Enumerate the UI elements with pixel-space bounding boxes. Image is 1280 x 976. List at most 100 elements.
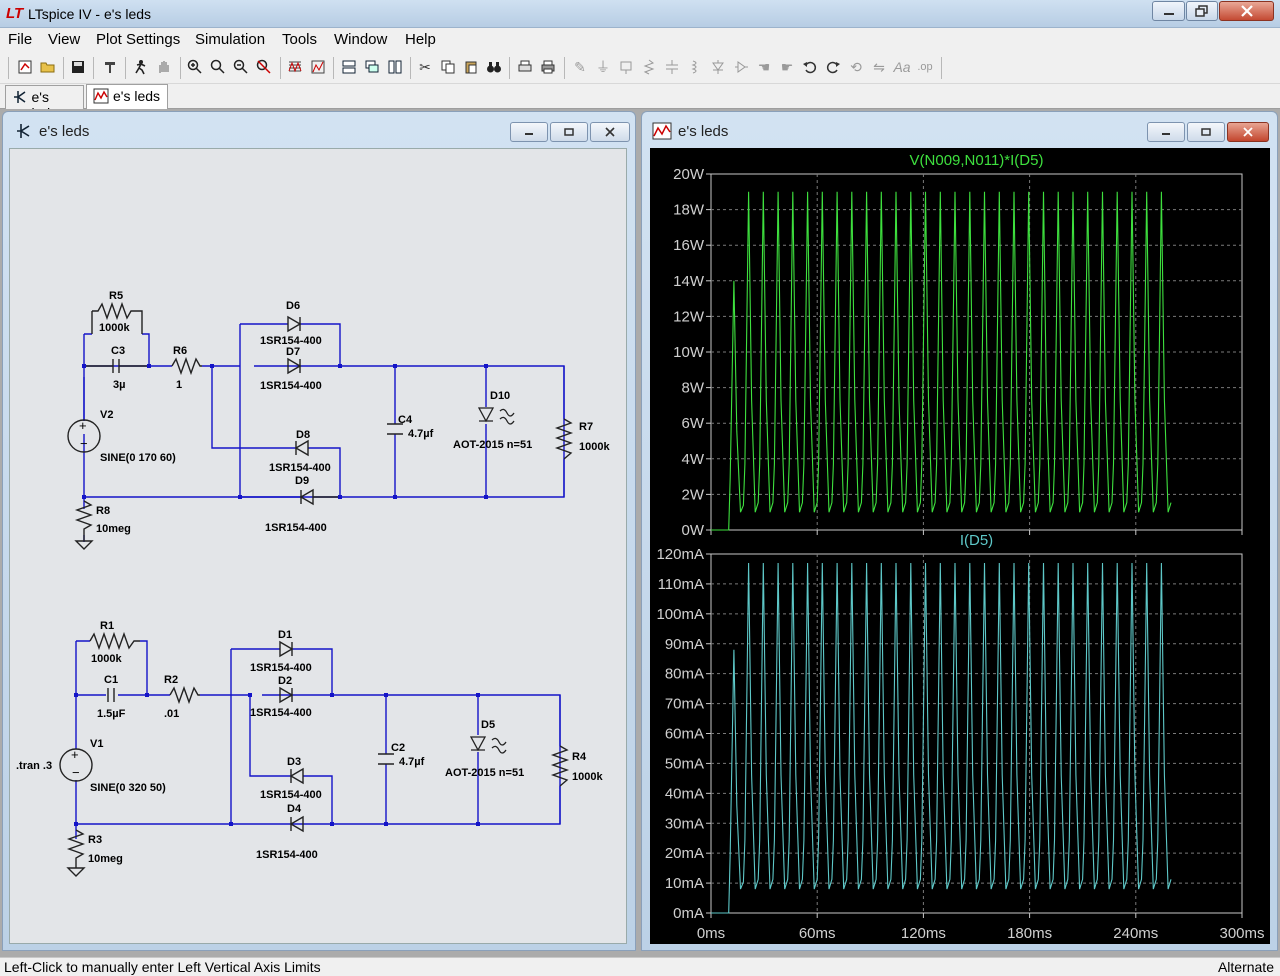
y-tick-label: 120mA xyxy=(656,546,704,563)
open-folder-icon[interactable] xyxy=(38,57,58,77)
voltage-source-V1[interactable]: + − V1 SINE(0 320 50) xyxy=(59,738,166,794)
capacitor-C1[interactable]: C1 1.5µF xyxy=(97,674,126,720)
schematic-drawing[interactable]: R5 1000k C3 3µ R6 1 + − V2 xyxy=(10,149,627,944)
tile-horizontal-icon[interactable] xyxy=(339,57,359,77)
waveform-minimize-button[interactable] xyxy=(1147,122,1185,142)
resistor-R4[interactable]: R4 1000k xyxy=(550,745,603,787)
tab-waveform[interactable]: e's leds xyxy=(86,84,168,109)
diode-icon[interactable] xyxy=(708,57,728,77)
minimize-button[interactable] xyxy=(1152,1,1185,21)
resistor-icon[interactable] xyxy=(639,57,659,77)
resistor-R3[interactable]: R3 10meg xyxy=(66,829,123,877)
find-binoculars-icon[interactable] xyxy=(484,57,504,77)
diode-D8[interactable]: D8 1SR154-400 xyxy=(269,429,331,474)
toolbar: ✂ ✎ ⏚ ☚ ☛ ⟲ ⇋ Aa .op xyxy=(0,52,1280,84)
diode-D7[interactable]: D7 1SR154-400 xyxy=(260,346,322,392)
autorange-icon[interactable] xyxy=(308,57,328,77)
drag-hand-icon[interactable]: ☛ xyxy=(780,58,794,75)
waveform-window-title: e's leds xyxy=(678,123,729,140)
label-D9: D9 xyxy=(295,475,309,487)
close-button[interactable] xyxy=(1219,1,1274,21)
label-R7: R7 xyxy=(579,421,593,433)
schematic-window: e's leds xyxy=(2,111,636,951)
waveform-close-button[interactable] xyxy=(1227,122,1269,142)
y-tick-label: 10W xyxy=(673,344,705,361)
resistor-R7[interactable]: R7 1000k xyxy=(554,418,610,460)
resistor-R2[interactable]: R2 .01 xyxy=(164,674,200,720)
schematic-close-button[interactable] xyxy=(590,122,630,142)
menu-file[interactable]: File xyxy=(8,31,33,48)
zoom-out-icon[interactable] xyxy=(231,57,251,77)
tab-schematic[interactable]: e's leds xyxy=(5,85,84,121)
print-icon[interactable] xyxy=(538,57,558,77)
mirror-icon[interactable]: ⇋ xyxy=(873,58,885,75)
resistor-R1[interactable]: R1 1000k xyxy=(89,620,140,665)
inductor-icon[interactable] xyxy=(685,57,705,77)
capacitor-C4[interactable]: C4 4.7µf xyxy=(387,414,434,440)
waveform-plot[interactable]: V(N009,N011)*I(D5)0W2W4W6W8W10W12W14W16W… xyxy=(650,148,1270,944)
zoom-in-icon[interactable] xyxy=(185,57,205,77)
capacitor-C3[interactable]: C3 3µ xyxy=(84,345,149,391)
label-C1: C1 xyxy=(104,674,118,686)
zoom-pan-icon[interactable] xyxy=(208,57,228,77)
text-icon[interactable]: Aa xyxy=(893,59,911,75)
ground-icon[interactable]: ⏚ xyxy=(596,59,610,75)
move-hand-icon[interactable]: ☚ xyxy=(757,58,771,75)
voltage-source-V2[interactable]: + − V2 SINE(0 170 60) xyxy=(67,409,176,464)
label-net-icon[interactable] xyxy=(616,57,636,77)
draw-wire-icon[interactable]: ✎ xyxy=(574,58,586,75)
menu-view[interactable]: View xyxy=(48,31,81,48)
led-D10[interactable]: D10 AOT-2015 n=51 xyxy=(453,390,532,451)
cascade-windows-icon[interactable] xyxy=(362,57,382,77)
control-panel-hammer-icon[interactable] xyxy=(100,57,120,77)
capacitor-icon[interactable] xyxy=(662,57,682,77)
redo-icon[interactable] xyxy=(823,57,843,77)
schematic-icon xyxy=(14,91,26,103)
rotate-icon[interactable]: ⟲ xyxy=(850,58,862,75)
menu-simulation[interactable]: Simulation xyxy=(195,31,266,48)
print-preview-icon[interactable] xyxy=(515,57,535,77)
schematic-canvas[interactable]: R5 1000k C3 3µ R6 1 + − V2 xyxy=(9,148,627,944)
label-R5: R5 xyxy=(109,290,123,302)
save-icon[interactable] xyxy=(68,57,88,77)
zoom-fit-icon[interactable] xyxy=(254,57,274,77)
waveform-maximize-button[interactable] xyxy=(1187,122,1225,142)
menu-window[interactable]: Window xyxy=(334,31,388,48)
value-D5: AOT-2015 n=51 xyxy=(445,767,524,779)
run-simulation-icon[interactable] xyxy=(130,57,150,77)
component-icon[interactable] xyxy=(731,57,751,77)
halt-hand-icon[interactable] xyxy=(154,57,174,77)
value-R4: 1000k xyxy=(572,771,603,783)
toolbar-separator xyxy=(180,57,181,79)
y-tick-label: 14W xyxy=(673,273,705,290)
copy-icon[interactable] xyxy=(438,57,458,77)
diode-D2[interactable]: D2 1SR154-400 xyxy=(250,675,312,719)
menu-tools[interactable]: Tools xyxy=(282,31,318,48)
diode-D4[interactable]: D4 1SR154-400 xyxy=(256,803,318,861)
diode-D9[interactable]: D9 1SR154-400 xyxy=(265,475,340,534)
undo-icon[interactable] xyxy=(800,57,820,77)
diode-D1[interactable]: D1 1SR154-400 xyxy=(250,629,312,674)
capacitor-C2[interactable]: C2 4.7µf xyxy=(378,742,425,768)
resistor-R5[interactable]: R5 1000k xyxy=(91,290,143,334)
resistor-R8[interactable]: R8 10meg xyxy=(74,500,131,550)
tile-vertical-icon[interactable] xyxy=(385,57,405,77)
menu-help[interactable]: Help xyxy=(405,31,436,48)
resistor-R6[interactable]: R6 1 xyxy=(171,345,202,391)
menu-plot-settings[interactable]: Plot Settings xyxy=(96,31,181,48)
diode-D6[interactable]: D6 1SR154-400 xyxy=(260,300,322,347)
waveform-icon xyxy=(93,88,109,104)
schematic-minimize-button[interactable] xyxy=(510,122,548,142)
schematic-maximize-button[interactable] xyxy=(550,122,588,142)
led-D5[interactable]: D5 AOT-2015 n=51 xyxy=(445,719,524,779)
diode-D3[interactable]: D3 1SR154-400 xyxy=(260,756,322,801)
restore-button[interactable] xyxy=(1186,1,1218,21)
spice-directive-tran[interactable]: .tran .3 xyxy=(16,760,52,772)
waveform-grid-icon[interactable] xyxy=(285,57,305,77)
paste-icon[interactable] xyxy=(461,57,481,77)
cut-scissors-icon[interactable]: ✂ xyxy=(419,58,431,75)
spice-directive-icon[interactable]: .op xyxy=(917,61,933,73)
new-schematic-icon[interactable] xyxy=(15,57,35,77)
toolbar-separator xyxy=(93,57,94,79)
